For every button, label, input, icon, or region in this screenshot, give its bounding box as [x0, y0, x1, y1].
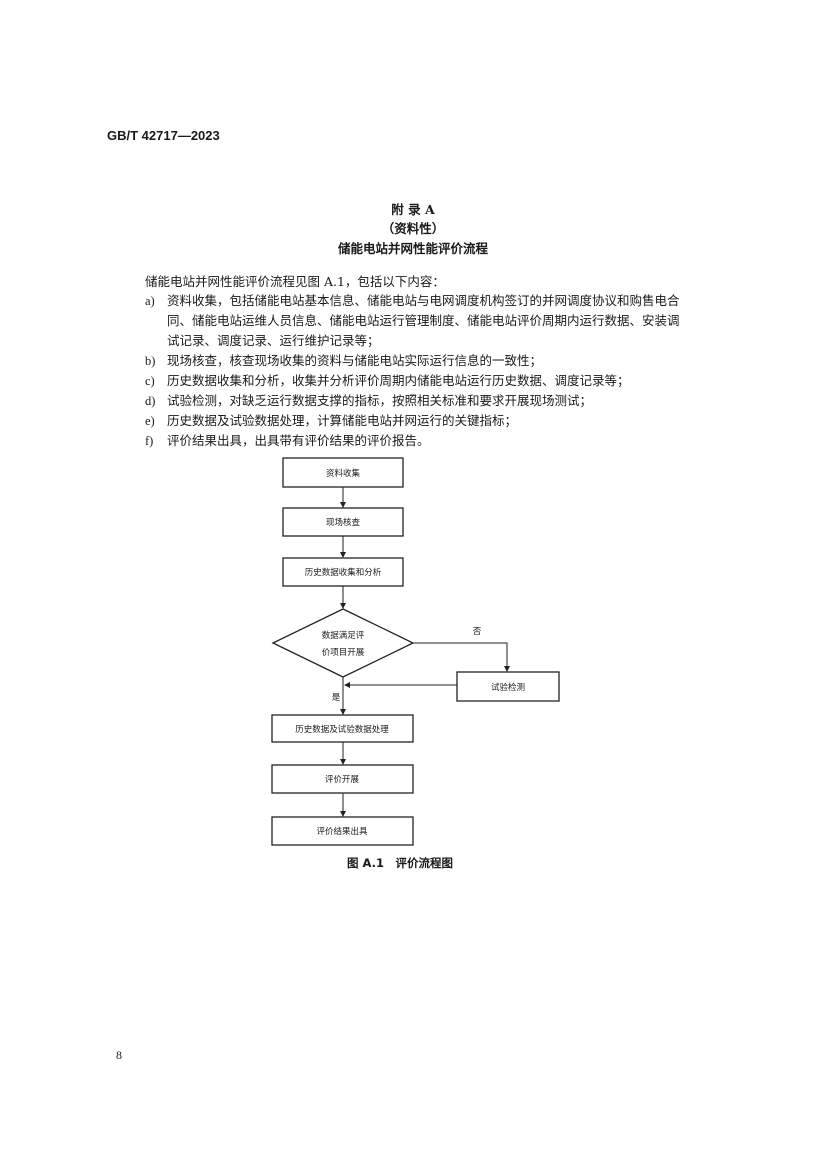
appendix-label: 附 录 A [391, 202, 435, 217]
page-number: 8 [116, 1048, 122, 1062]
flow-label: 历史数据收集和分析 [305, 567, 382, 578]
no-label: 否 [473, 627, 482, 637]
list-item: c) 历史数据收集和分析，收集并分析评价周期内储能电站运行历史数据、调度记录等； [145, 371, 690, 391]
list-label: c) [145, 374, 155, 388]
list-item: b) 现场核查，核查现场收集的资料与储能电站实际运行信息的一致性； [145, 351, 690, 371]
list-label: b) [145, 354, 156, 368]
list-label: d) [145, 394, 156, 408]
list-label: a) [145, 294, 155, 308]
flow-label: 试验检测 [491, 682, 525, 693]
list-label: e) [145, 414, 155, 428]
appendix-title: 储能电站并网性能评价流程 [337, 241, 488, 256]
list-item: e) 历史数据及试验数据处理，计算储能电站并网运行的关键指标； [145, 411, 690, 431]
arrow-no [413, 642, 510, 672]
flow-box-step6 [271, 816, 414, 846]
list-text: 历史数据及试验数据处理，计算储能电站并网运行的关键指标； [167, 413, 518, 428]
flow-label: 数据满足评 [322, 630, 365, 641]
figure-caption: 图 A.1 评价流程图 [347, 856, 453, 870]
flow-label: 评价开展 [325, 775, 360, 785]
list-text: 试验检测，对缺乏运行数据支撑的指标，按照相关标准和要求开展现场测试； [167, 393, 593, 408]
intro-paragraph: 储能电站并网性能评价流程见图 A.1，包括以下内容： [145, 274, 445, 289]
list-text: 资料收集，包括储能电站基本信息、储能电站与电网调度机构签订的并网调度协议和购售电… [167, 293, 680, 348]
yes-label: 是 [332, 693, 341, 703]
flow-label: 价项目开展 [322, 648, 365, 658]
flow-decision [271, 608, 415, 678]
standard-number: GB/T 42717—2023 [107, 128, 220, 143]
list-item: a) 资料收集，包括储能电站基本信息、储能电站与电网调度机构签订的并网调度协议和购… [145, 291, 690, 351]
list-text: 现场核查，核查现场收集的资料与储能电站实际运行信息的一致性； [167, 353, 543, 368]
flow-label: 评价结果出具 [316, 826, 368, 837]
appendix-nature: （资料性） [381, 221, 445, 236]
list-item: d) 试验检测，对缺乏运行数据支撑的指标，按照相关标准和要求开展现场测试； [145, 391, 690, 411]
flow-box-test [456, 671, 560, 702]
flow-label: 现场核查 [326, 517, 361, 528]
flow-label: 历史数据及试验数据处理 [295, 724, 389, 735]
list-item: f) 评价结果出具，出具带有评价结果的评价报告。 [145, 431, 690, 451]
list-label: f) [145, 434, 154, 448]
list-text: 评价结果出具，出具带有评价结果的评价报告。 [167, 433, 430, 448]
list-text: 历史数据收集和分析，收集并分析评价周期内储能电站运行历史数据、调度记录等； [167, 373, 630, 388]
flow-label: 资料收集 [326, 468, 361, 479]
